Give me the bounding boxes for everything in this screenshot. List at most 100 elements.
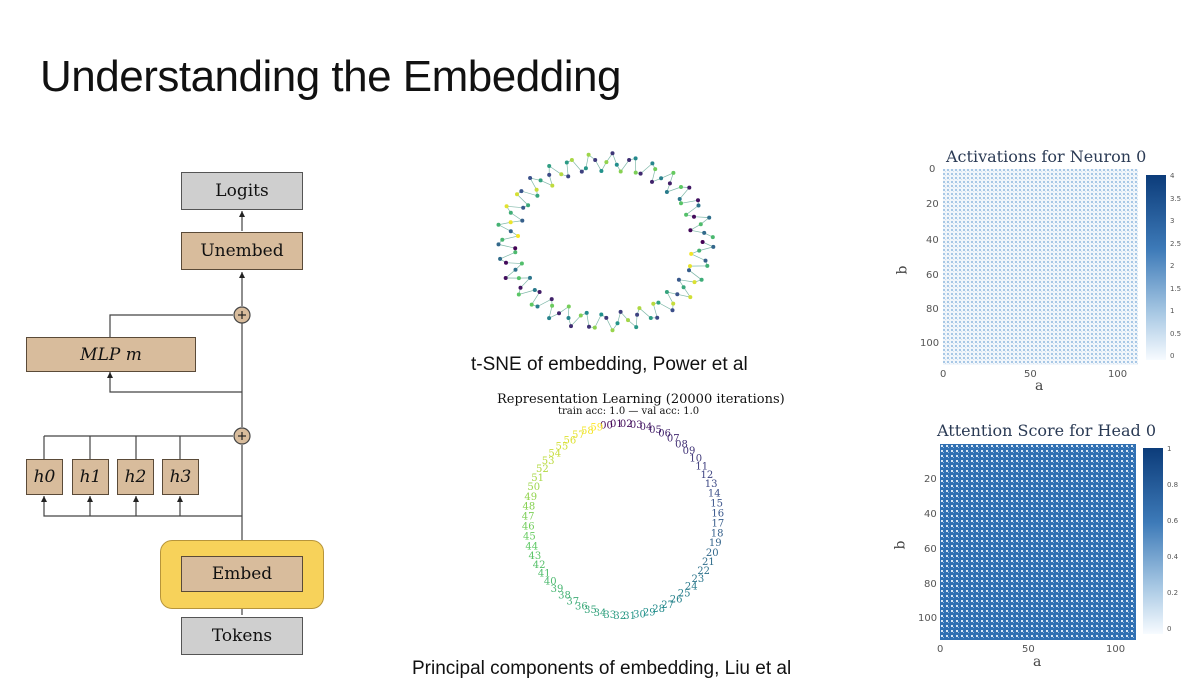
colorbar-tick: 0.6 (1167, 517, 1179, 525)
tsne-point (593, 158, 598, 162)
tsne-point (696, 203, 701, 208)
tsne-point (610, 328, 615, 333)
colorbar-tick: 2 (1170, 262, 1175, 270)
tsne-point (535, 304, 540, 309)
pca-point-label: 17 (712, 518, 725, 529)
tsne-point (689, 251, 694, 256)
tsne-point (566, 174, 571, 179)
heatmap1-xtick: 100 (1108, 369, 1128, 380)
colorbar-tick: 0.2 (1167, 589, 1179, 597)
colorbar-tick: 0 (1170, 352, 1175, 360)
tsne-point (648, 316, 653, 320)
pca-point-label: 21 (702, 557, 715, 568)
pca-point-label: 39 (551, 584, 564, 595)
pca-point-label: 36 (575, 601, 588, 612)
tsne-point (547, 164, 552, 168)
tsne-point (528, 275, 532, 280)
pca-point-label: 44 (525, 542, 538, 553)
tsne-point (504, 204, 509, 209)
head-box-2: h2 (117, 459, 154, 495)
heatmap1-title: Activations for Neuron 0 (946, 147, 1147, 166)
colorbar-tick: 0 (1167, 625, 1172, 633)
head-box-0: h0 (26, 459, 63, 495)
tsne-point (498, 256, 503, 261)
tsne-point (513, 246, 518, 251)
pca-point-label: 58 (581, 426, 594, 437)
tokens-box: Tokens (181, 617, 303, 655)
tsne-point (519, 189, 524, 194)
pca-point-label: 51 (531, 473, 544, 484)
tsne-point (508, 229, 513, 234)
tsne-point (676, 277, 681, 282)
tsne-point (687, 185, 692, 190)
tsne-point (579, 169, 584, 174)
pca-point-label: 28 (652, 604, 665, 615)
tsne-point (550, 303, 555, 308)
tsne-point (604, 315, 609, 320)
pca-point-label: 03 (630, 420, 643, 431)
pca-point-label: 25 (678, 589, 691, 600)
tsne-point (569, 324, 573, 329)
tsne-point (516, 292, 521, 297)
colorbar-tick: 0.5 (1170, 329, 1182, 338)
tsne-point (550, 183, 555, 188)
tsne-point (516, 234, 520, 238)
pca-point-label: 29 (643, 607, 656, 618)
colorbar-tick: 3.5 (1170, 194, 1182, 203)
pca-subtitle: train acc: 1.0 — val acc: 1.0 (558, 406, 700, 417)
pca-point-label: 05 (649, 425, 662, 436)
tsne-point (547, 172, 552, 177)
pca-point-label: 19 (709, 538, 722, 549)
heatmap2-ytick: 60 (924, 544, 937, 555)
tsne-point (688, 264, 692, 269)
tsne-point (559, 172, 564, 177)
pca-point-label: 34 (594, 608, 607, 619)
heatmap1-ylabel: b (894, 265, 911, 275)
tsne-point (519, 261, 524, 266)
pca-point-label: 57 (572, 430, 585, 441)
tsne-point (578, 313, 583, 318)
heatmap2-xtick: 100 (1106, 644, 1126, 655)
pca-point-label: 54 (548, 448, 561, 459)
pca-point-label: 14 (708, 489, 721, 500)
heatmap2-colorbar (1143, 448, 1163, 634)
tsne-point (549, 297, 554, 302)
tsne-point (521, 205, 526, 210)
tsne-point (633, 170, 638, 175)
pca-point-label: 31 (623, 611, 636, 622)
pca-point-label: 20 (706, 548, 719, 559)
heatmap1-ytick: 20 (926, 199, 939, 210)
tsne-point (504, 260, 508, 265)
pca-point-label: 13 (705, 479, 718, 490)
pca-point-label: 01 (610, 419, 623, 430)
tsne-point (679, 201, 683, 206)
tsne-point (688, 228, 693, 233)
tsne-point (604, 160, 609, 165)
head-box-1: h1 (72, 459, 109, 495)
heatmap2-ytick: 20 (924, 474, 937, 485)
tsne-point (586, 152, 591, 157)
tsne-point (626, 318, 630, 323)
pca-point-label: 38 (558, 591, 571, 602)
pca-point-label: 15 (710, 498, 723, 509)
tsne-point (547, 316, 552, 321)
heatmap1-ytick: 0 (929, 164, 936, 175)
tsne-point (638, 171, 643, 176)
heatmap1-ytick: 40 (926, 235, 939, 246)
pca-title: Representation Learning (20000 iteration… (497, 392, 785, 407)
tsne-point (526, 203, 531, 208)
tsne-point (515, 192, 519, 197)
heatmap2-title: Attention Score for Head 0 (937, 421, 1156, 440)
tsne-point (618, 309, 623, 314)
colorbar-tick: 0.8 (1167, 481, 1179, 489)
tsne-point (702, 230, 707, 235)
tsne-point (655, 315, 660, 320)
tsne-point (513, 250, 518, 255)
tsne-point (684, 212, 689, 217)
tsne-point (610, 151, 615, 156)
tsne-point (599, 312, 604, 317)
tsne-point (677, 197, 682, 201)
heatmap2-ytick: 100 (918, 613, 938, 624)
colorbar-tick: 1.5 (1170, 284, 1182, 293)
colorbar-tick: 4 (1170, 172, 1175, 180)
